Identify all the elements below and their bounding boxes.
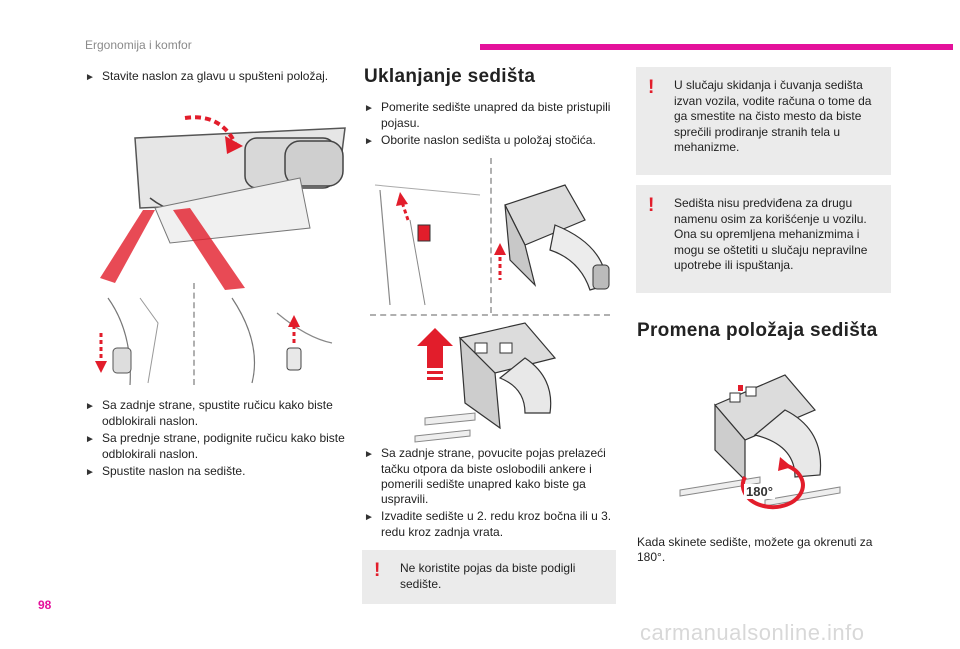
seat-rotation-illustration (679, 374, 841, 510)
header-accent-bar (480, 44, 953, 50)
illustration-divider (490, 158, 492, 313)
list-item: ►Stavite naslon za glavu u spušteni polo… (85, 69, 329, 83)
arrow-bullet-icon: ► (85, 467, 95, 478)
rotation-caption: Kada skinete sedište, možete ga okrenuti… (637, 535, 873, 564)
page-number: 98 (38, 598, 52, 612)
removal-section-title: Uklanjanje sedišta (364, 66, 536, 87)
watermark: carmanualsonline.info (640, 620, 865, 645)
seat-headrest-illustration (100, 115, 346, 290)
arrow-bullet-icon: ► (85, 401, 95, 412)
arrow-bullet-icon: ► (364, 136, 374, 147)
col2-steps: ►Sa zadnje strane, povucite pojas prelaz… (364, 446, 616, 542)
arrow-bullet-icon: ► (364, 449, 374, 460)
list-item: ►Sa zadnje strane, spustite ručicu kako … (85, 398, 333, 428)
col1-intro: ►Stavite naslon za glavu u spušteni polo… (85, 69, 350, 87)
rear-handle-illustration (95, 297, 159, 386)
warning-note: ! Ne koristite pojas da biste podigli se… (362, 550, 616, 604)
warning-note: ! Sedišta nisu predviđena za drugu namen… (636, 185, 891, 293)
list-item: ►Sa prednje strane, podignite ručicu kak… (85, 431, 345, 461)
rotation-angle-label: 180° (744, 484, 775, 499)
seat-upright-illustration (414, 322, 557, 443)
section-title: Ergonomija i komfor (85, 38, 192, 52)
list-item: ►Oborite naslon sedišta u položaj stočić… (364, 133, 596, 147)
warning-note: ! U slučaju skidanja i čuvanja sedišta i… (636, 67, 891, 175)
illustration-divider (193, 283, 195, 385)
seat-forward-illustration (374, 184, 481, 306)
arrow-bullet-icon: ► (364, 103, 374, 114)
list-item: ►Pomerite sedište unapred da biste prist… (364, 100, 611, 130)
front-handle-illustration (231, 297, 333, 384)
reposition-section-title: Promena položaja sedišta (637, 320, 878, 341)
arrow-bullet-icon: ► (364, 512, 374, 523)
illustration-divider (370, 314, 610, 316)
exclamation-warning-icon: ! (648, 195, 655, 216)
col1-steps: ►Sa zadnje strane, spustite ručicu kako … (85, 398, 350, 482)
col2-intro: ►Pomerite sedište unapred da biste prist… (364, 100, 614, 151)
list-item: ►Sa zadnje strane, povucite pojas prelaz… (364, 446, 606, 506)
exclamation-warning-icon: ! (648, 77, 655, 98)
exclamation-warning-icon: ! (374, 560, 381, 581)
seat-folded-illustration (494, 184, 610, 291)
list-item: ►Izvadite sedište u 2. redu kroz bočna i… (364, 509, 612, 539)
list-item: ►Spustite naslon na sedište. (85, 464, 246, 478)
arrow-bullet-icon: ► (85, 434, 95, 445)
arrow-bullet-icon: ► (85, 72, 95, 83)
